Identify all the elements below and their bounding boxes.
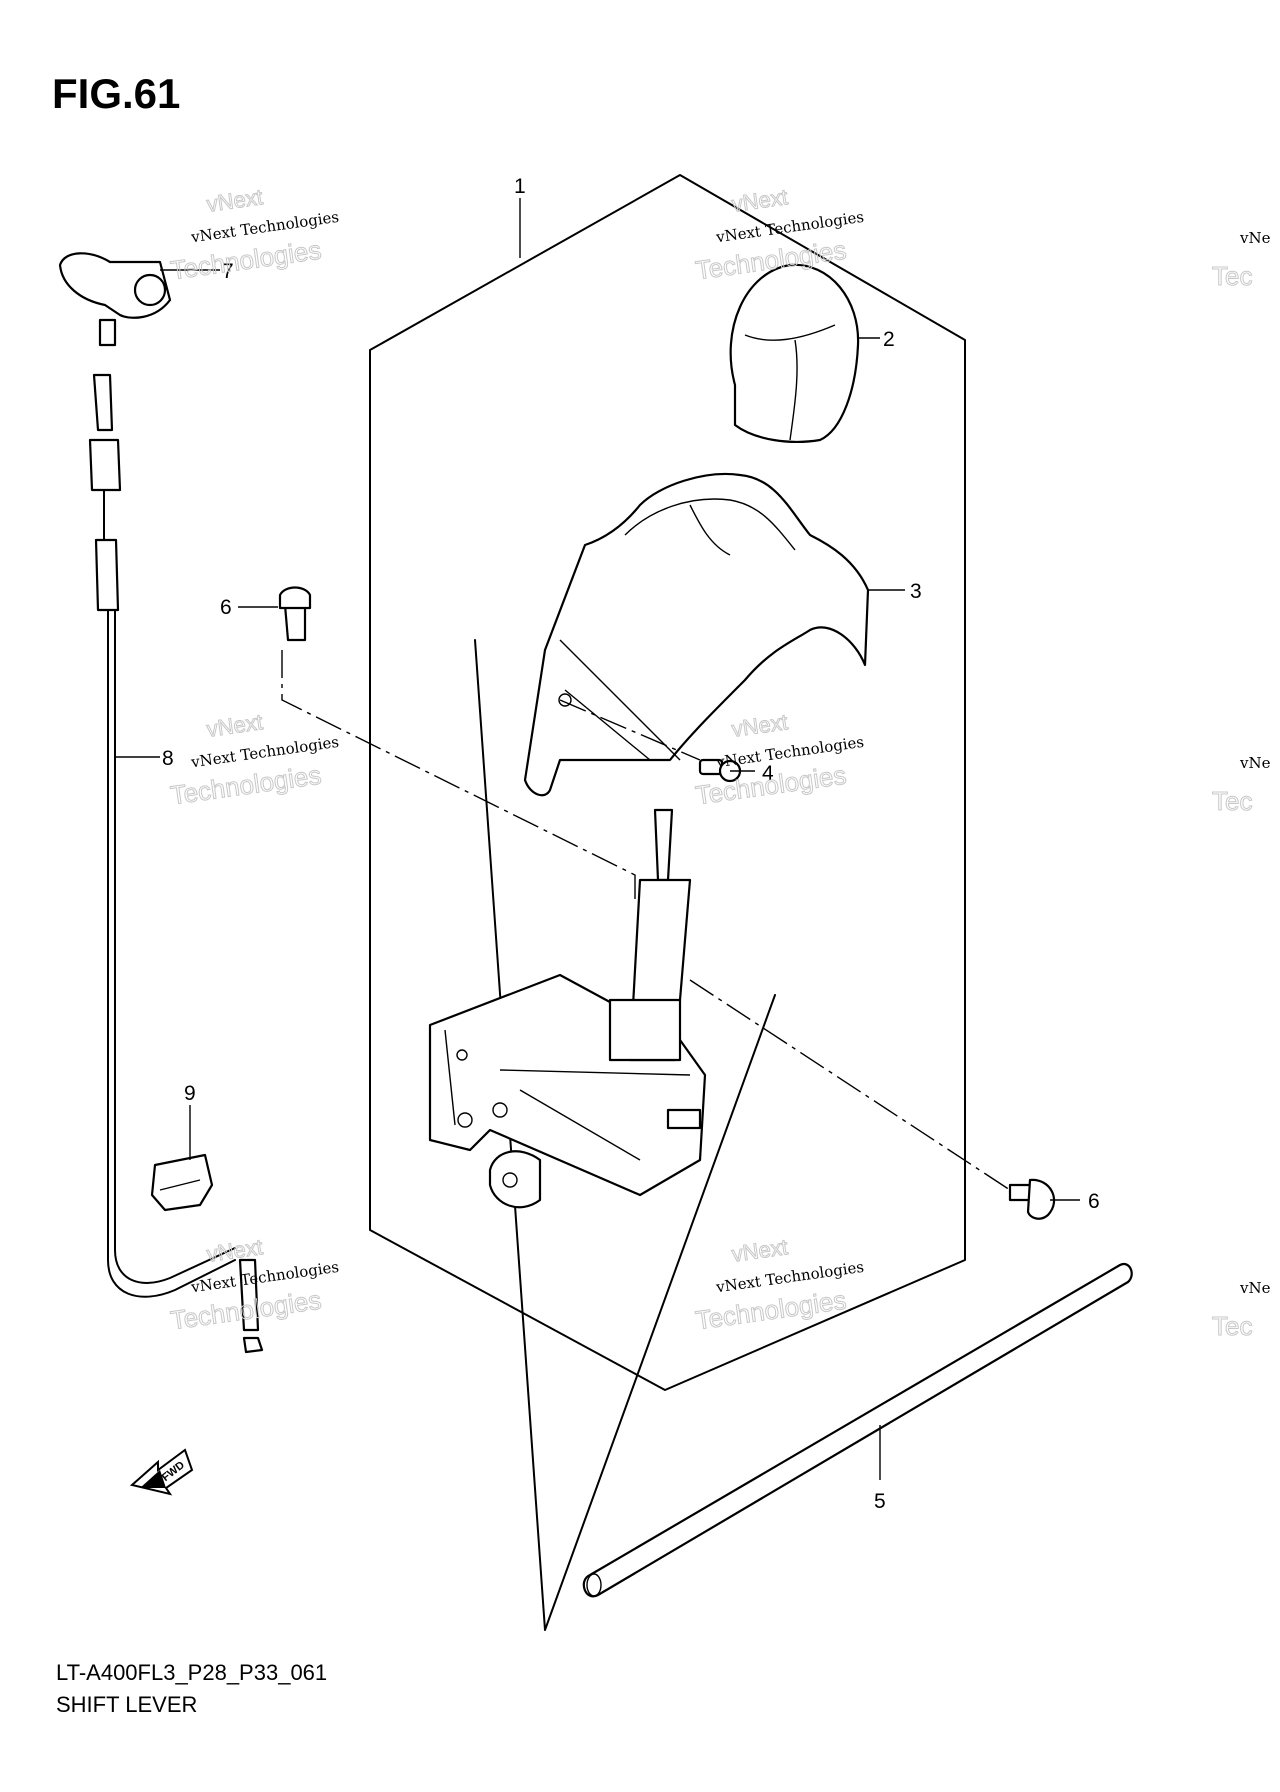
callout-7: 7 bbox=[222, 260, 234, 283]
assembly-outline bbox=[369, 174, 966, 1391]
watermark-right-partial-bottom: vNe Tec bbox=[1212, 1279, 1271, 1342]
bolt-part-6-lower[interactable] bbox=[1008, 1178, 1056, 1220]
watermark-text: vNe bbox=[1239, 229, 1271, 247]
clip-part-9[interactable] bbox=[150, 1153, 214, 1212]
watermark-text: vNe bbox=[1239, 754, 1271, 772]
diagram-name: SHIFT LEVER bbox=[56, 1692, 198, 1717]
watermark-top-left: vNext vNext Technologies Technologies bbox=[168, 184, 340, 286]
watermark-right-partial-top: vNe Tec bbox=[1212, 229, 1271, 292]
fwd-arrow-icon: FWD bbox=[129, 1448, 194, 1496]
rod-part-5[interactable] bbox=[582, 1262, 1133, 1598]
reference-lines bbox=[281, 650, 1011, 1191]
watermark-text: vNext bbox=[730, 709, 789, 742]
shift-lever-base[interactable] bbox=[428, 808, 707, 1209]
shift-cover[interactable] bbox=[523, 473, 870, 797]
figure-title: FIG.61 bbox=[52, 70, 181, 117]
callout-1: 1 bbox=[514, 175, 526, 198]
callout-3: 3 bbox=[910, 580, 922, 603]
watermark-mid-left: vNext vNext Technologies Technologies bbox=[168, 709, 340, 811]
bolt-part-6-upper[interactable] bbox=[278, 586, 312, 642]
callout-4: 4 bbox=[762, 762, 774, 785]
cable-fitting-part-7[interactable] bbox=[58, 252, 172, 347]
lower-group-outline bbox=[474, 639, 776, 1631]
watermark-text: vNext bbox=[205, 709, 264, 742]
callout-6-lower: 6 bbox=[1088, 1190, 1100, 1213]
callout-8: 8 bbox=[162, 747, 174, 770]
callout-5: 5 bbox=[874, 1490, 886, 1513]
watermark-text: vNe bbox=[1239, 1279, 1271, 1297]
watermark-text: Tec bbox=[1212, 1311, 1252, 1341]
callout-6-upper: 6 bbox=[220, 596, 232, 619]
watermark-mid-center: vNext vNext Technologies Technologies bbox=[693, 709, 865, 811]
watermark-text: vNext bbox=[205, 184, 264, 217]
callout-2: 2 bbox=[883, 328, 895, 351]
watermark-bottom-center: vNext vNext Technologies Technologies bbox=[693, 1234, 865, 1336]
callout-leaders bbox=[115, 198, 1080, 1480]
shift-knob[interactable] bbox=[729, 263, 860, 443]
watermark-text: vNext bbox=[730, 1234, 789, 1267]
watermark-text: Tec bbox=[1212, 261, 1252, 291]
watermark-right-partial-mid: vNe Tec bbox=[1212, 754, 1271, 817]
model-code: LT-A400FL3_P28_P33_061 bbox=[56, 1660, 328, 1685]
cable-part-8[interactable] bbox=[88, 373, 264, 1354]
watermark-text: Tec bbox=[1212, 786, 1252, 816]
watermark-bottom-left: vNext vNext Technologies Technologies bbox=[168, 1234, 340, 1336]
watermark-text: vNext bbox=[730, 184, 789, 217]
callout-9: 9 bbox=[184, 1082, 196, 1105]
